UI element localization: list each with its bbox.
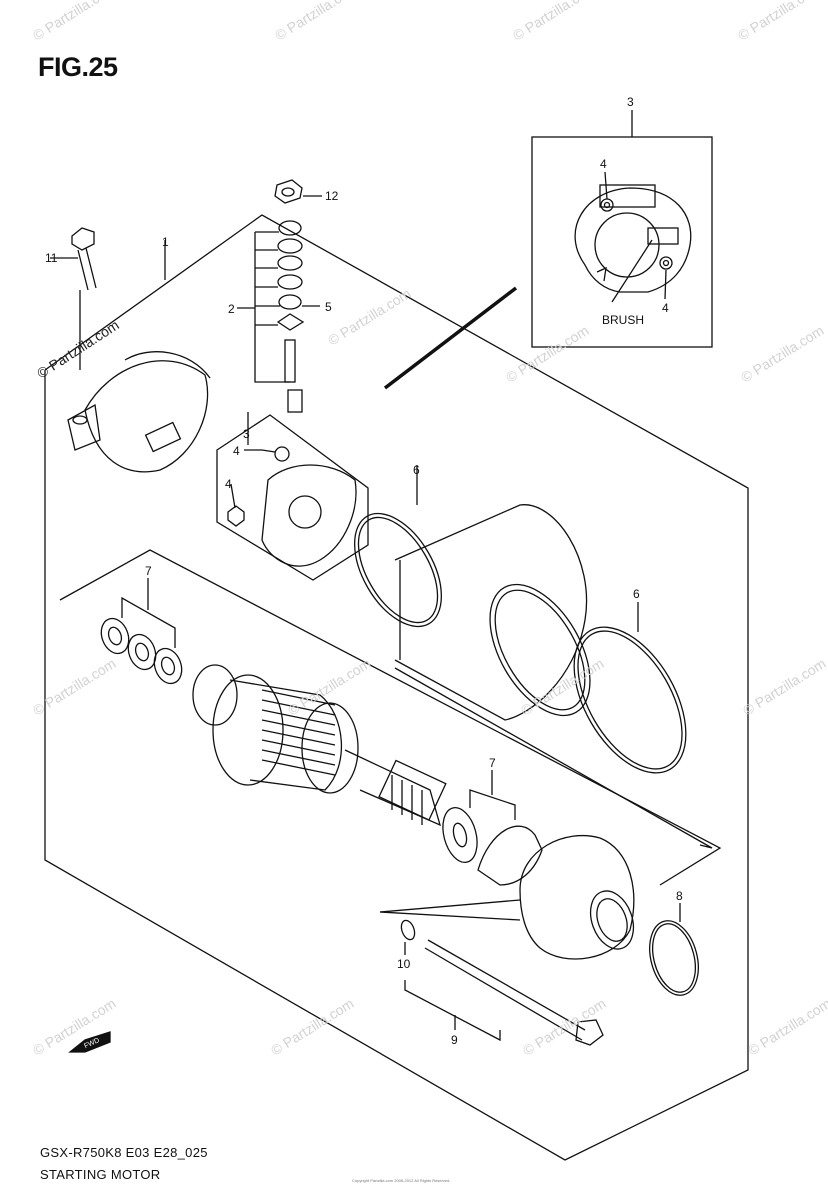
brush-label: BRUSH bbox=[602, 313, 644, 327]
o-ring-6-rear bbox=[573, 602, 687, 774]
callout-7-left: 7 bbox=[145, 564, 152, 578]
callout-4-detail-a: 4 bbox=[600, 157, 607, 171]
figure-code: GSX-R750K8 E03 E28_025 bbox=[40, 1145, 208, 1160]
o-ring-10 bbox=[400, 919, 416, 955]
detail-leader-bar bbox=[383, 286, 518, 390]
callout-3-main: 3 bbox=[243, 427, 250, 441]
figure-title: FIG.25 bbox=[38, 52, 118, 82]
terminal-nut-12 bbox=[274, 179, 322, 204]
washer-set-7-left bbox=[59, 549, 722, 886]
callout-11: 11 bbox=[45, 251, 58, 265]
yoke-housing bbox=[394, 504, 591, 721]
assembly-outline bbox=[44, 214, 749, 1161]
callout-12: 12 bbox=[325, 189, 339, 203]
callout-4-detail-b: 4 bbox=[662, 301, 669, 315]
callout-10: 10 bbox=[397, 957, 411, 971]
callout-4-main-a: 4 bbox=[233, 444, 240, 458]
o-ring-8 bbox=[649, 903, 699, 996]
brush-detail-frame bbox=[531, 136, 713, 348]
yoke-reference-lines bbox=[394, 667, 713, 849]
callout-7-right: 7 bbox=[489, 756, 496, 770]
o-ring-6-front bbox=[353, 465, 443, 628]
brush-plate-detail bbox=[574, 171, 692, 303]
brush-plate-3 bbox=[216, 412, 369, 581]
callout-4-main-b: 4 bbox=[225, 477, 232, 491]
callout-6-rear: 6 bbox=[633, 587, 640, 601]
callout-9: 9 bbox=[451, 1033, 458, 1047]
callout-6-front: 6 bbox=[413, 463, 420, 477]
figure-name: STARTING MOTOR bbox=[40, 1167, 161, 1182]
callout-2: 2 bbox=[228, 302, 235, 316]
callout-5: 5 bbox=[325, 300, 332, 314]
rear-cover-1 bbox=[67, 240, 211, 473]
callout-8: 8 bbox=[676, 889, 683, 903]
copyright-note: Copyright Partzilla.com 2008-2012 All Ri… bbox=[352, 1178, 451, 1183]
terminal-washer-set-2 bbox=[237, 220, 320, 413]
through-bolt-9 bbox=[404, 939, 604, 1046]
front-cover bbox=[379, 834, 635, 960]
armature bbox=[192, 664, 447, 827]
bolt-11 bbox=[50, 227, 97, 370]
washer-set-7-right bbox=[442, 770, 543, 886]
fwd-arrow-icon bbox=[68, 1031, 111, 1053]
callout-3-detail: 3 bbox=[627, 95, 634, 109]
callout-1: 1 bbox=[162, 235, 169, 249]
